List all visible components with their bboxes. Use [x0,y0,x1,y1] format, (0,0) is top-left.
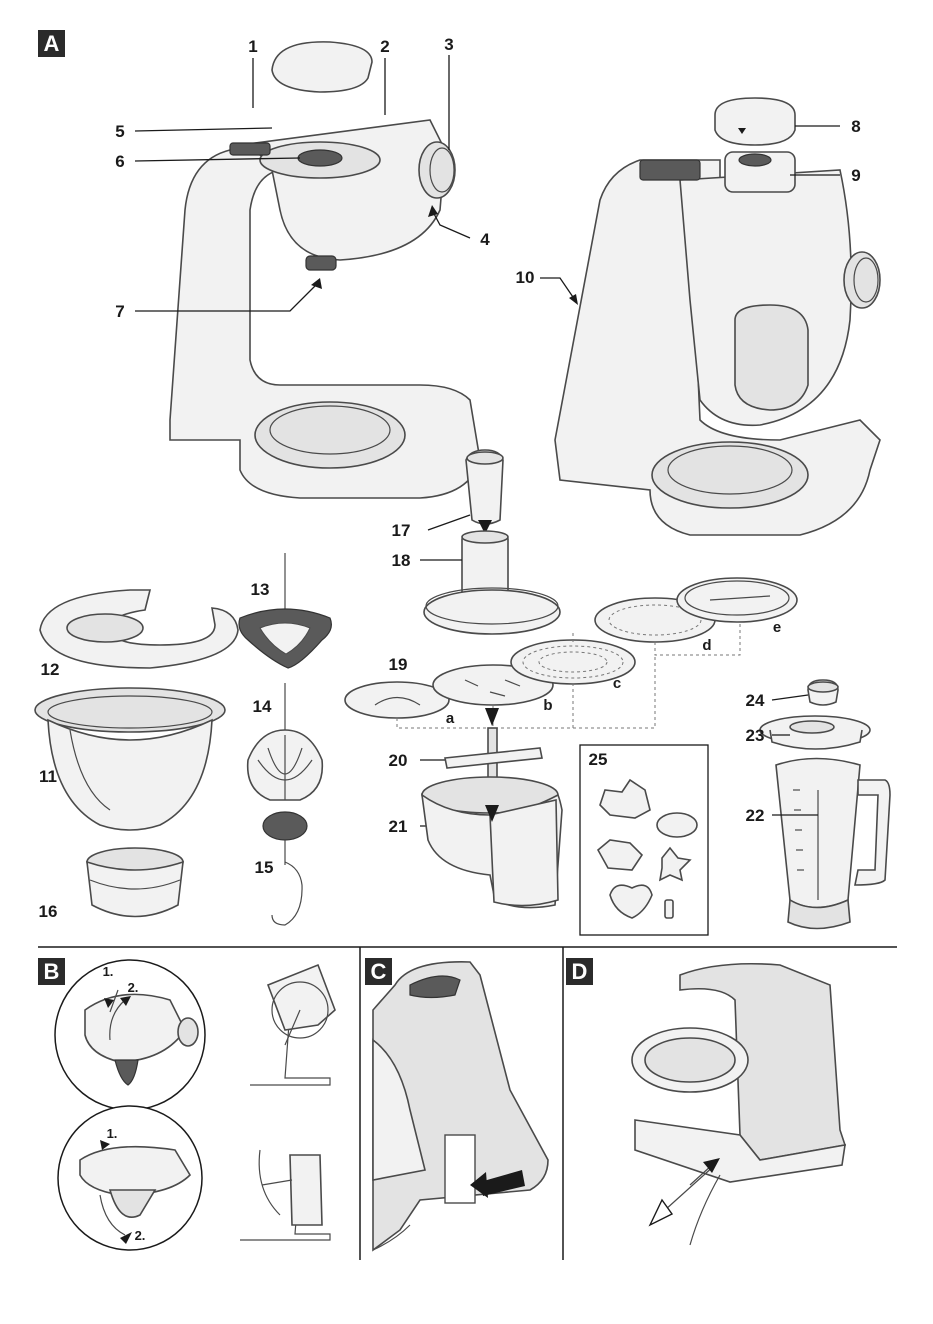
label-10: 10 [516,268,535,287]
label-6: 6 [115,152,124,171]
label-24: 24 [746,691,765,710]
mixer-main-unit [170,42,480,498]
storage-detail [373,962,548,1250]
detail-circle-bottom [58,1106,202,1250]
mixing-bowl [35,688,225,830]
blender-cap [808,680,838,705]
stirring-beater [239,553,331,668]
section-a-letter: A [44,31,60,56]
bowl-cover [87,848,183,917]
b-top-step-1: 1. [103,964,114,979]
processor-lid [424,531,560,634]
section-b: B 1. 2. 1. 2. [38,958,335,1250]
label-23: 23 [746,726,765,745]
b-bottom-step-2: 2. [135,1228,146,1243]
label-7: 7 [115,302,124,321]
disc-letter-a: a [446,710,455,727]
disc-letter-b: b [543,697,552,714]
section-c-letter: C [371,959,387,984]
disc-letter-d: d [702,637,711,654]
disc-e [677,578,797,622]
section-d: D [566,958,845,1245]
label-16: 16 [39,902,58,921]
label-14: 14 [253,697,272,716]
disc-letter-c: c [613,675,621,692]
label-9: 9 [851,166,860,185]
cookie-cutter-box [580,745,708,935]
section-a: A 1 2 3 5 [35,30,890,935]
cable-detail [632,964,845,1245]
processor-bowl [422,777,562,908]
section-b-letter: B [44,959,60,984]
label-11: 11 [39,767,57,786]
label-1: 1 [248,37,257,56]
label-8: 8 [851,117,860,136]
label-17: 17 [392,521,411,540]
sketch-arm-raised [250,965,335,1085]
label-18: 18 [392,551,411,570]
arrow-disc [485,708,499,726]
label-22: 22 [746,806,765,825]
label-2: 2 [380,37,389,56]
sketch-arm-lowered [240,1150,330,1240]
blender-jug [776,759,890,929]
blender-lid [760,716,870,749]
label-5: 5 [115,122,124,141]
section-c: C [365,958,548,1250]
label-21: 21 [389,817,408,836]
b-top-step-2: 2. [128,980,139,995]
label-3: 3 [444,35,453,54]
label-13: 13 [251,580,270,599]
section-d-letter: D [572,959,588,984]
disc-letter-e: e [773,619,781,636]
b-bottom-step-1: 1. [107,1126,118,1141]
label-12: 12 [41,660,60,679]
label-25: 25 [589,750,608,769]
splash-guard [40,590,238,668]
pusher [466,450,503,524]
label-20: 20 [389,751,408,770]
label-4: 4 [480,230,490,249]
mixer-arm-raised [555,98,880,535]
label-19: 19 [389,655,408,674]
label-15: 15 [255,858,274,877]
